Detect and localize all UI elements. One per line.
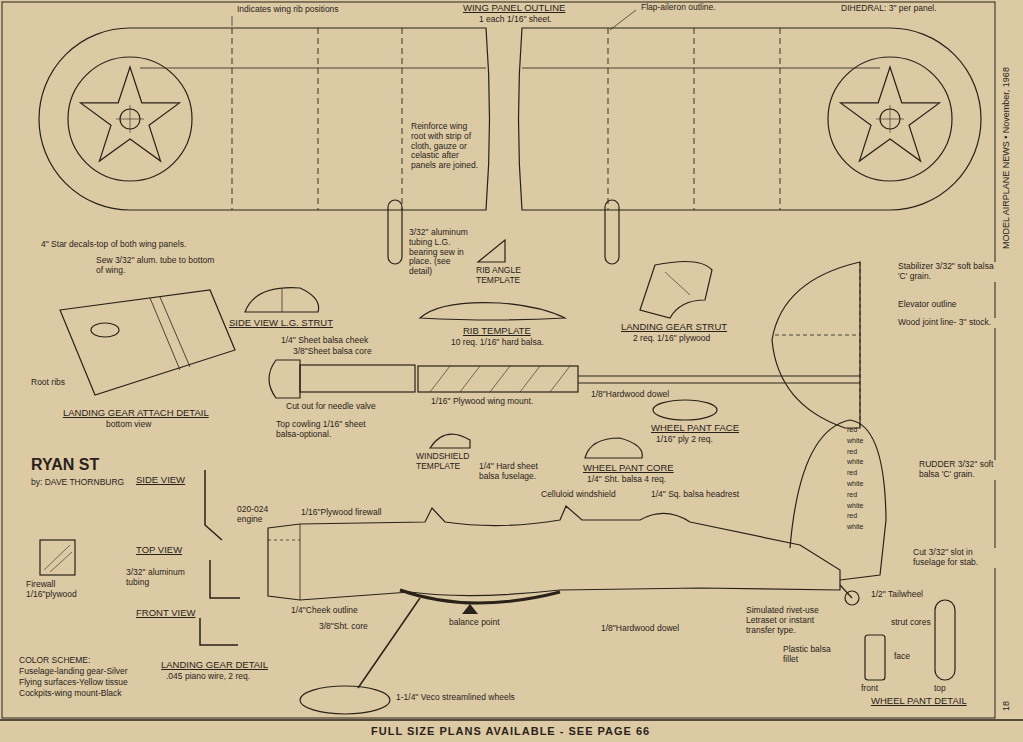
part-note: .045 piano wire, 2 req. [165, 672, 251, 682]
part-note: 1/4"Cheek outline [290, 606, 359, 616]
part-note: Cockpits-wing mount-Black [18, 689, 123, 699]
part-note: 1/4" Sq. balsa headrest [650, 490, 740, 500]
part-note: Top cowling 1/16" sheet balsa-optional. [275, 420, 387, 440]
part-note: 1/8"Hardwood dowel [600, 624, 680, 634]
part-note: 1/4" Sht. balsa 4 req. [586, 475, 667, 485]
part-note: 1/16" Plywood wing mount. [430, 397, 534, 407]
view-heading: LANDING GEAR STRUT [620, 322, 728, 333]
part-note: 1/16"Plywood firewall [300, 508, 383, 518]
part-note: Elevator outline [897, 300, 958, 310]
part-note: Sew 3/32" alum. tube to bottom of wing. [95, 256, 217, 276]
view-heading: LANDING GEAR DETAIL [160, 660, 269, 671]
part-note: front [860, 684, 879, 694]
part-note: Celluloid windshield [540, 490, 617, 500]
view-heading: TOP VIEW [135, 545, 183, 556]
part-note: bottom view [105, 420, 152, 430]
part-note: 1/4" Sheet balsa cheek [280, 336, 369, 346]
part-note: 1-1/4" Veco streamlined wheels [395, 693, 516, 703]
view-heading: FRONT VIEW [135, 608, 196, 619]
part-note: Reinforce wing root with strip of cloth,… [410, 122, 484, 171]
part-note: Cut 3/32" slot in fuselage for stab. [912, 548, 999, 568]
part-note: Firewall 1/16"plywood [25, 580, 97, 600]
view-heading: WHEEL PANT FACE [650, 423, 740, 434]
margin-note: MODEL AIRPLANE NEWS • November, 1968 [1001, 66, 1011, 250]
part-note: balance point [448, 618, 501, 628]
part-note: 1/16" ply 2 req. [655, 435, 714, 445]
part-note: 3/32" aluminum tubing [125, 568, 199, 588]
stripe-color: white [846, 502, 864, 509]
part-note: COLOR SCHEME: [18, 656, 91, 666]
part-note: 1/4" Hard sheet balsa fuselage. [478, 462, 555, 482]
part-note: Root ribs [30, 378, 66, 388]
stripe-color: white [846, 480, 864, 487]
part-note: 020-024 engine [236, 505, 270, 525]
part-note: RIB ANGLE TEMPLATE [475, 266, 532, 286]
part-note: Plastic balsa fillet [782, 645, 844, 665]
plan-title: RYAN ST [30, 456, 100, 474]
stripe-color: red [846, 426, 858, 433]
part-note: 3/32" aluminum tubing L.G. bearing sew i… [408, 228, 470, 277]
part-note: Flap-aileron outline. [640, 3, 717, 13]
stripe-color: white [846, 458, 864, 465]
part-note: 1/2" Tailwheel [870, 590, 924, 600]
part-note: 3/8"Sheet balsa core [292, 347, 373, 357]
part-note: by: DAVE THORNBURG [30, 478, 125, 488]
part-note: WINDSHIELD TEMPLATE [415, 452, 472, 472]
view-heading: RIB TEMPLATE [462, 326, 532, 337]
part-note: face [893, 652, 911, 662]
view-heading: WHEEL PANT CORE [582, 463, 675, 474]
part-note: Simulated rivet-use Letraset or instant … [745, 606, 842, 635]
stripe-color: red [846, 512, 858, 519]
stripe-color: red [846, 448, 858, 455]
stripe-color: red [846, 469, 858, 476]
view-heading: SIDE VIEW L.G. STRUT [228, 318, 334, 329]
part-note: Stabilizer 3/32" soft balsa 'C' grain. [897, 262, 1004, 282]
margin-note: 18 [1001, 700, 1011, 712]
view-heading: SIDE VIEW [135, 475, 186, 486]
view-heading: WING PANEL OUTLINE [462, 3, 566, 14]
view-heading: WHEEL PANT DETAIL [870, 696, 968, 707]
part-note: 10 req. 1/16" hard balsa. [450, 338, 545, 348]
part-note: Indicates wing rib positions [236, 5, 340, 15]
stripe-color: red [846, 491, 858, 498]
part-note: DIHEDRAL: 3" per panel. [840, 4, 938, 14]
part-note: 1/8"Hardwood dowel [590, 390, 670, 400]
plan-caption: FULL SIZE PLANS AVAILABLE - SEE PAGE 66 [370, 725, 651, 738]
view-heading: LANDING GEAR ATTACH DETAIL [62, 408, 210, 419]
stripe-color: white [846, 437, 864, 444]
part-note: RUDDER 3/32" soft balsa 'C' grain. [918, 460, 1000, 480]
part-note: 2 req. 1/16" plywood [632, 334, 711, 344]
stripe-color: white [846, 523, 864, 530]
part-note: top [933, 684, 947, 694]
part-note: Flying surfaces-Yellow tissue [18, 678, 129, 688]
part-note: Cut out for needle valve [285, 402, 377, 412]
part-note: strut cores [890, 618, 932, 628]
part-note: 3/8"Sht. core [318, 622, 369, 632]
part-note: 4" Star decals-top of both wing panels. [40, 240, 187, 250]
part-note: Fuselage-landing gear-Silver [18, 667, 129, 677]
part-note: 1 each 1/16" sheet. [478, 15, 553, 25]
part-note: Wood joint line- 3" stock. [897, 318, 999, 328]
